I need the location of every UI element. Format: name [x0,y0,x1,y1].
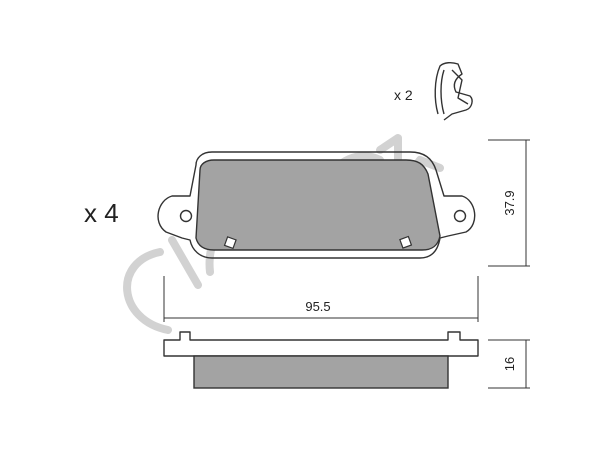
width-label: 95.5 [305,299,330,314]
friction-side [193,355,449,389]
spring-clip-icon [434,61,473,121]
clip-quantity-label: x 2 [394,87,413,103]
mounting-hole-left [179,209,193,223]
mounting-hole-right [453,209,467,223]
pad-side-view [163,331,479,389]
thickness-label: 16 [502,357,517,371]
pad-quantity-label: x 4 [84,198,119,228]
height-label: 37.9 [502,190,517,215]
pad-tab-right [399,235,413,249]
dimension-width: 95.5 [163,276,479,322]
pad-face-view [157,151,476,259]
dimension-height: 37.9 [488,139,530,267]
dimension-thickness: 16 [488,339,530,389]
backing-plate-side [163,331,479,357]
friction-material [195,159,441,251]
pad-tab-left [223,236,237,250]
